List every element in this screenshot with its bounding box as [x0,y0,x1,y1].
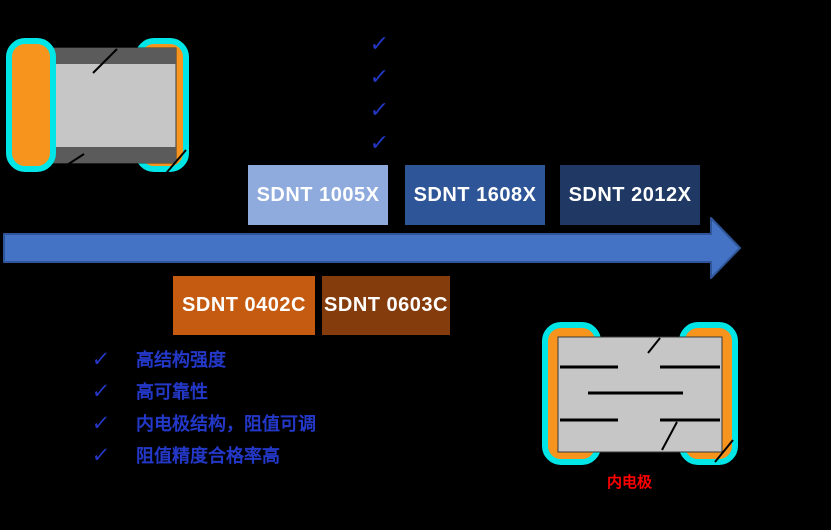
chip-top-electrode-band [52,48,176,64]
callout-line [661,421,678,451]
chip-body [51,47,177,164]
checkmark-icon: ✓ [368,31,390,56]
feature-item: ✓ 内电极结构，阻值可调 [90,412,316,435]
inner-electrode-label: 内电极 [607,474,653,491]
feature-text: 阻值精度合格率高 [136,446,280,466]
series-label: SDNT 2012X [568,183,692,206]
callout-line [161,149,187,179]
chip-internal-illustration [542,322,738,465]
checkmark-icon: ✓ [90,380,111,403]
series-box-sdnt-0402c: SDNT 0402C [173,276,315,335]
checkmark-icon: ✓ [90,412,111,435]
checkmark-icon: ✓ [368,64,390,89]
feature-item: ✓ 高结构强度 [90,348,316,371]
timeline-arrow [3,217,741,279]
feature-list: ✓ 高结构强度 ✓ 高可靠性 ✓ 内电极结构，阻值可调 ✓ 阻值精度合格率高 [90,348,316,478]
series-box-sdnt-1005x: SDNT 1005X [248,165,388,225]
feature-text: 内电极结构，阻值可调 [136,414,316,434]
callout-line [647,337,661,354]
feature-text: 高结构强度 [136,350,226,370]
checkmark-icon: ✓ [368,97,390,122]
arrow-shape [3,217,741,279]
callout-line [714,439,734,463]
series-label: SDNT 0603C [324,294,448,316]
callout-line [92,48,118,74]
checkmark-icon: ✓ [368,130,390,155]
series-label: SDNT 1608X [413,183,537,206]
feature-item: ✓ 阻值精度合格率高 [90,444,316,467]
series-box-sdnt-0603c: SDNT 0603C [322,276,450,335]
checkmark-icon: ✓ [90,348,111,371]
chip-exterior-illustration [6,38,189,179]
series-label: SDNT 0402C [182,294,306,316]
series-box-sdnt-2012x: SDNT 2012X [560,165,700,225]
series-label: SDNT 1005X [256,183,380,206]
chip-left-terminal [6,38,56,172]
callout-line [66,153,85,166]
series-box-sdnt-1608x: SDNT 1608X [405,165,545,225]
feature-item: ✓ 高可靠性 [90,380,316,403]
checkmark-icon: ✓ [90,444,111,467]
feature-text: 高可靠性 [136,382,208,402]
top-checklist: ✓ ✓ ✓ ✓ [368,31,390,165]
chip-bottom-electrode-band [52,147,176,163]
